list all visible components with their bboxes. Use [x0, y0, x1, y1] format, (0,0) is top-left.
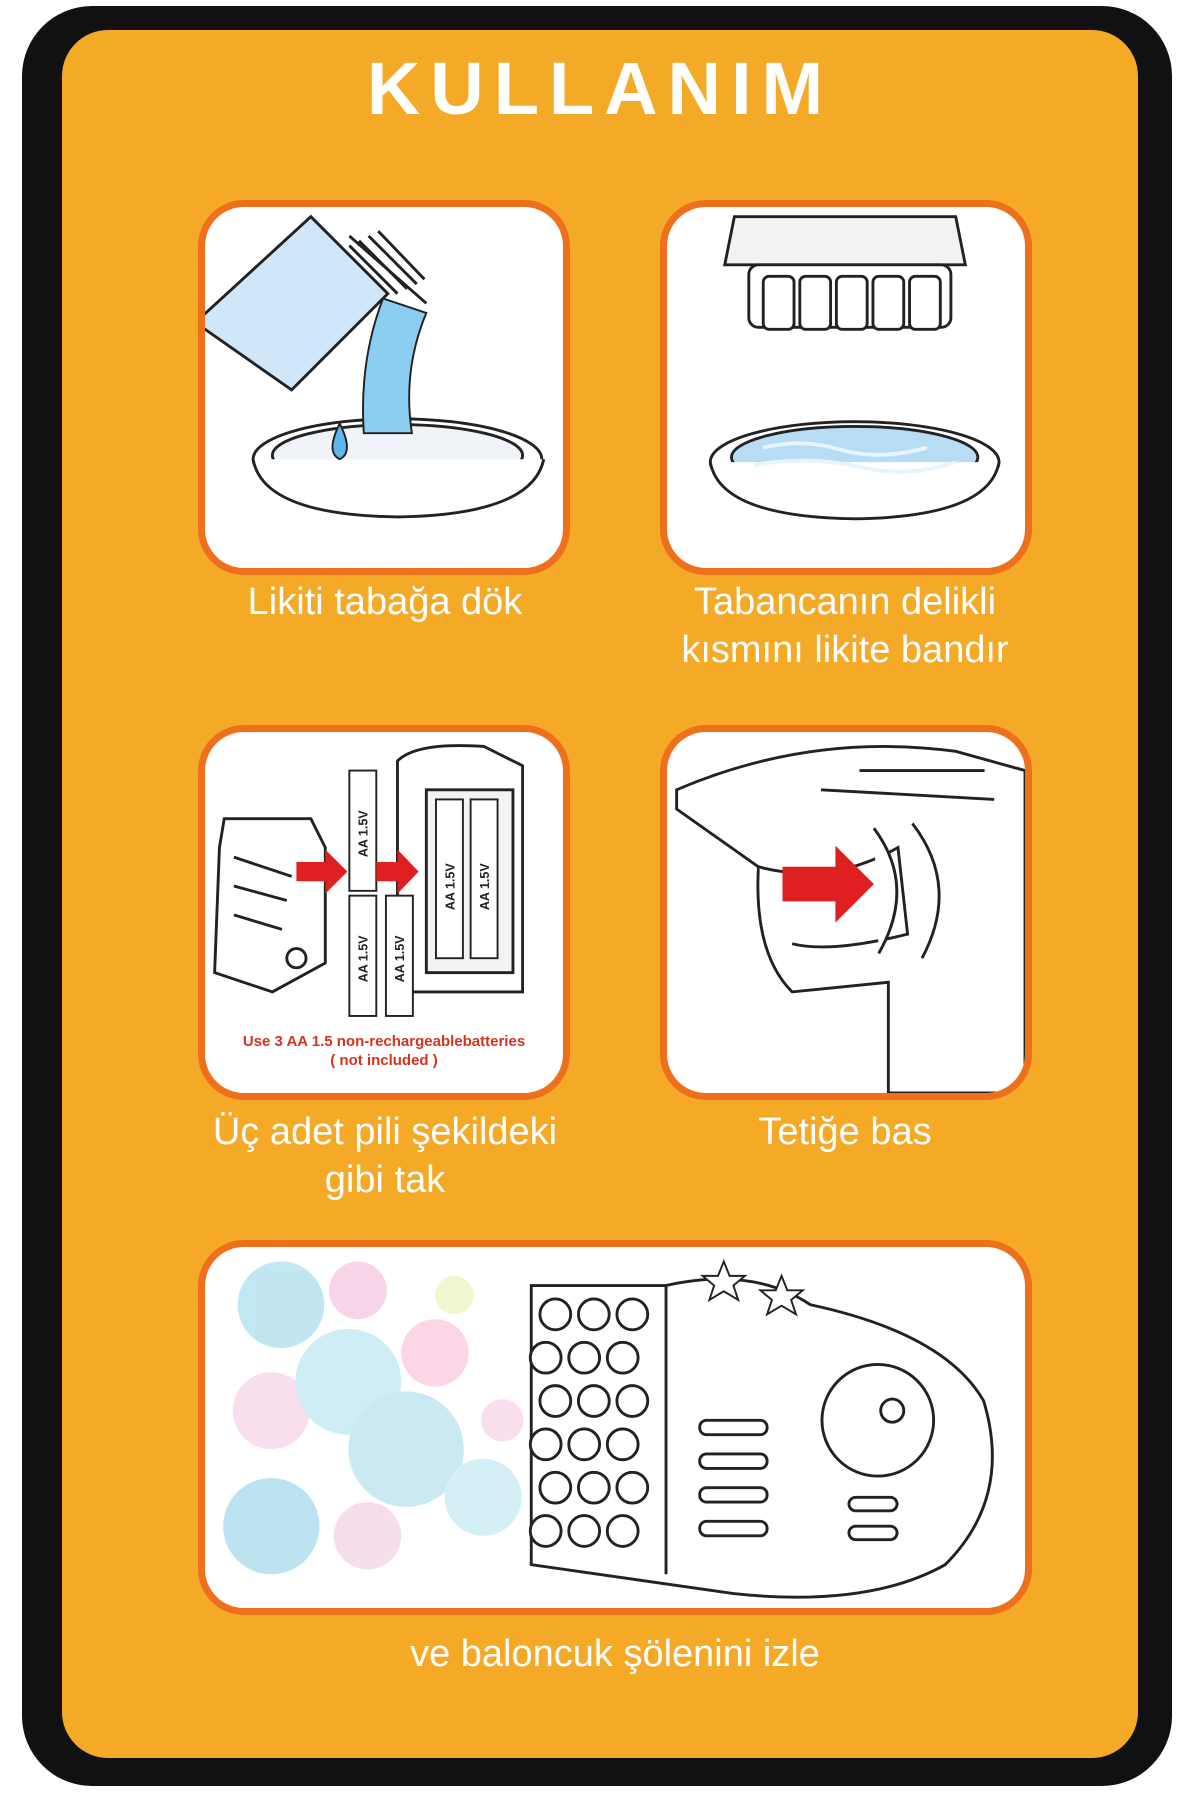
battery-note: Use 3 AA 1.5 non-rechargeablebatteries (…	[205, 1032, 563, 1070]
step-4-caption-line-1: Tetiğe bas	[758, 1111, 932, 1153]
pour-liquid-icon	[205, 214, 546, 519]
step-1-caption: Likiti tabağa dök	[150, 578, 620, 626]
step-3-caption-line-1: Üç adet pili şekildeki	[212, 1111, 558, 1153]
battery-label-1: AA 1.5V	[357, 810, 371, 857]
step-5-card	[198, 1240, 1032, 1615]
step-1-card	[198, 200, 570, 575]
step-4-card	[660, 725, 1032, 1100]
step-3-card: AA 1.5V AA 1.5V AA 1.5V AA 1.5V AA 1.5V …	[198, 725, 570, 1100]
step-3-caption-line-2: gibi tak	[324, 1159, 446, 1201]
battery-label-3: AA 1.5V	[393, 935, 407, 982]
arrow-icon	[782, 845, 874, 923]
step-4-caption: Tetiğe bas	[630, 1108, 1060, 1156]
star-icon	[699, 1258, 748, 1303]
trigger-press-icon	[675, 745, 1025, 1093]
battery-label-5: AA 1.5V	[478, 863, 492, 910]
step-2-caption: Tabancanın delikli kısmını likite bandır	[630, 578, 1060, 674]
step-2-caption-line-2: kısmını likite bandır	[681, 629, 1009, 671]
battery-label-4: AA 1.5V	[443, 863, 457, 910]
step-5-caption-line-1: ve baloncuk şölenini izle	[410, 1633, 820, 1675]
step-2-card	[660, 200, 1032, 575]
step-1-caption-line-1: Likiti tabağa dök	[247, 581, 523, 623]
battery-note-line-2: ( not included )	[330, 1052, 438, 1069]
battery-label-2: AA 1.5V	[357, 935, 371, 982]
step-5-caption: ve baloncuk şölenini izle	[198, 1630, 1032, 1678]
dip-gun-icon	[708, 215, 1001, 521]
bubble-gun-icon	[223, 1258, 994, 1599]
step-3-caption: Üç adet pili şekildeki gibi tak	[150, 1108, 620, 1204]
page-title: KULLANIM	[366, 47, 834, 130]
battery-note-line-1: Use 3 AA 1.5 non-rechargeablebatteries	[242, 1033, 526, 1050]
star-icon	[757, 1273, 806, 1317]
step-2-caption-line-1: Tabancanın delikli	[693, 581, 997, 623]
battery-install-icon: AA 1.5V AA 1.5V AA 1.5V AA 1.5V AA 1.5V	[213, 744, 525, 1017]
